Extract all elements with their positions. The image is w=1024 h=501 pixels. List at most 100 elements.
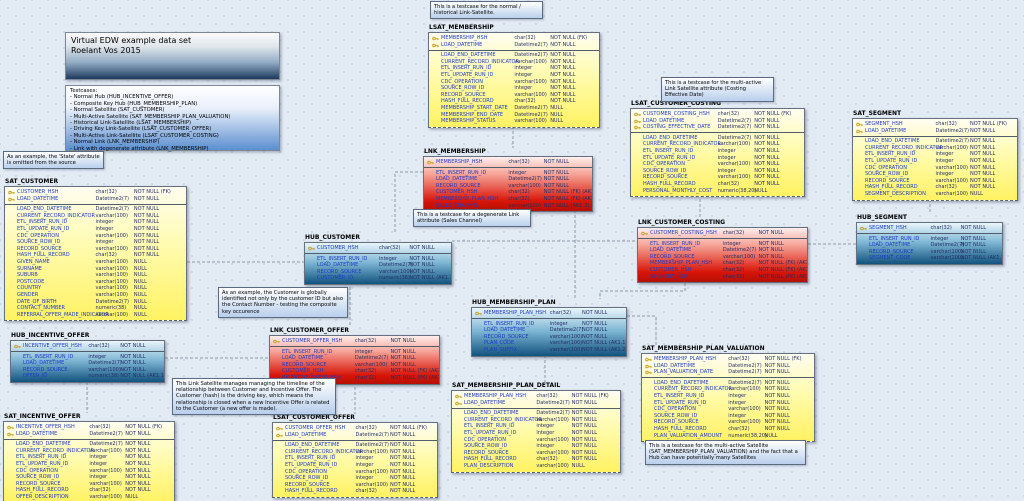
column-name: SEGMENT_HSH (865, 121, 903, 127)
column-nullability: NOT NULL (409, 268, 435, 275)
column-datatype: varchar(100) (95, 212, 128, 219)
column-name: CURRENT_RECORD_INDICATOR (464, 416, 542, 423)
column-datatype: varchar(100) (95, 232, 128, 239)
annotation-note[interactable]: This is a testcase for the multi-active … (645, 440, 806, 465)
column-datatype: Datetime2(7) (95, 298, 129, 305)
column-datatype: integer (717, 147, 736, 154)
column-nullability: NOT NULL (571, 449, 598, 456)
column-nullability: NOT NULL (960, 235, 986, 242)
column-nullability: NOT NULL (390, 442, 416, 449)
column-nullability: NOT NULL (390, 488, 416, 495)
column-name: ETL_UPDATE_RUN_ID (16, 460, 69, 467)
column-nullability: NOT NULL (390, 448, 416, 455)
annotation-note[interactable]: This is a testcase for the normal / hist… (430, 1, 543, 20)
annotation-note[interactable]: This is a testcase for the multi-active … (661, 77, 774, 102)
column-name: LOAD_DATETIME (317, 262, 359, 269)
column-name: CURRENT_RECORD_INDICATOR (441, 58, 519, 65)
column-nullability: NOT NULL (390, 348, 416, 355)
model-title-box[interactable]: Virtual EDW example data set Roelant Vos… (65, 32, 280, 80)
column-datatype: Datetime2(7) (355, 431, 390, 438)
column-datatype: Datetime2(7) (930, 242, 965, 249)
relationship-connector[interactable] (599, 273, 686, 299)
key-icon (308, 246, 315, 251)
annotation-note[interactable]: This is a testcase for a degenerate Link… (413, 209, 531, 228)
column-datatype: char(32) (728, 356, 750, 362)
column-nullability: NOT NULL (550, 78, 576, 85)
annotation-note[interactable]: As an example, the Customer is globally … (218, 287, 348, 318)
annotation-note[interactable]: This Link Satellite manages managing the… (172, 378, 336, 416)
column-nullability: NOT NULL (754, 124, 780, 131)
column-nullability: NOT NULL (125, 480, 151, 487)
relationship-connector[interactable] (394, 171, 423, 234)
column-name: SEGMENT_CODE (869, 255, 911, 262)
column-name: LOAD_DATETIME (643, 117, 685, 124)
column-nullability: NULL (550, 104, 564, 111)
column-datatype: integer (935, 157, 954, 164)
column-name: CDC_OPERATION (441, 78, 483, 85)
column-datatype: integer (355, 461, 374, 468)
column-datatype: integer (89, 474, 108, 481)
column-name: RECORD_SOURCE (317, 268, 362, 275)
column-datatype: numeric(38) (95, 305, 127, 312)
column-name: SEGMENT_HSH (869, 225, 907, 231)
column-name: ETL_INSERT_RUN_ID (869, 235, 920, 242)
column-name: RECORD_SOURCE (643, 174, 688, 181)
column-name: LOAD_DATETIME (282, 355, 324, 362)
key-icon (645, 364, 652, 368)
column-datatype: integer (722, 240, 741, 247)
annotation-note[interactable]: As an example, the 'State' attribute is … (3, 151, 104, 170)
column-nullability: NOT NULL (125, 474, 151, 481)
column-datatype: Datetime2(7) (355, 442, 390, 449)
column-nullability: NOT NULL (960, 248, 986, 255)
key-icon (276, 426, 283, 431)
column-datatype: varchar(100) (95, 265, 128, 272)
column-nullability: NOT NULL (754, 174, 780, 181)
column-datatype: integer (379, 255, 397, 262)
column-datatype: Datetime2(7) (514, 104, 548, 111)
relationship-connector[interactable] (627, 315, 657, 345)
column-datatype: varchar(100) (935, 144, 968, 151)
testcases-box[interactable]: Testcases: - Normal Hub (HUB_INCENTIVE_O… (65, 85, 280, 152)
testcase-item: - Driving Key Link-Satellite (LSAT_CUSTO… (70, 126, 212, 133)
